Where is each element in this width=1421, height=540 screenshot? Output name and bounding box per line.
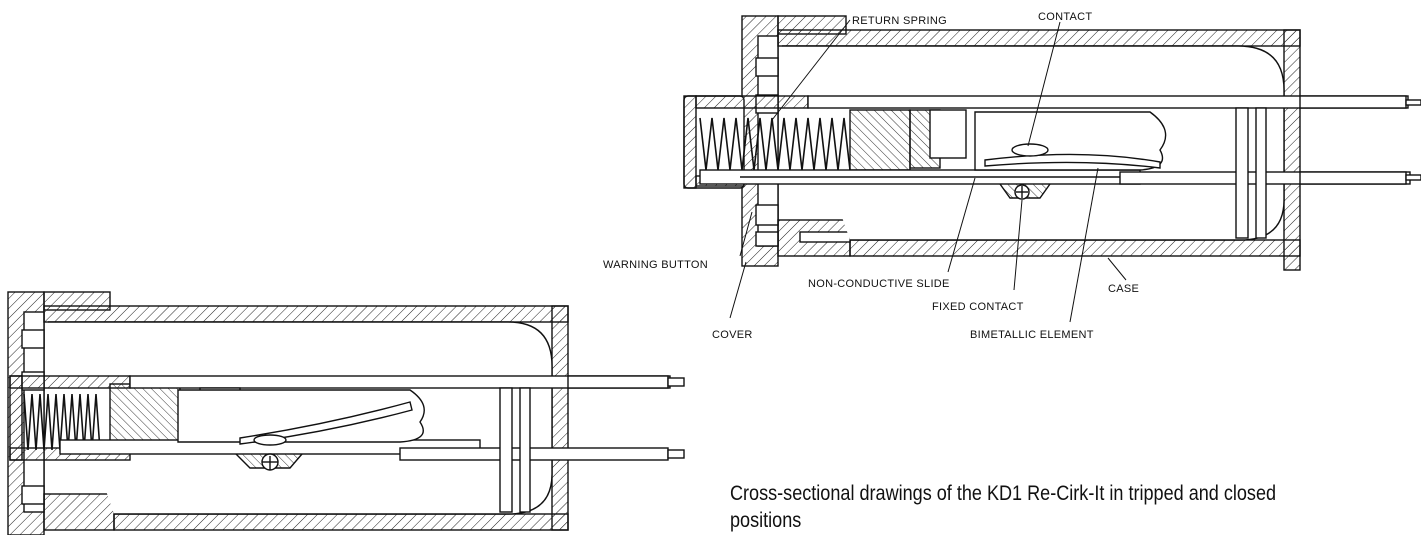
label-fixed-contact: FIXED CONTACT xyxy=(932,301,1024,313)
bimetallic-element xyxy=(984,153,1161,169)
terminal-top xyxy=(1299,95,1407,109)
label-case: CASE xyxy=(1108,283,1139,295)
label-return-spring: RETURN SPRING xyxy=(852,15,947,27)
label-non-conductive-slide: NON-CONDUCTIVE SLIDE xyxy=(808,278,950,290)
terminal-bottom xyxy=(1299,171,1407,185)
case-top-wall xyxy=(777,29,1301,47)
tripped-position-drawing xyxy=(683,15,1421,323)
return-spring xyxy=(699,117,851,171)
label-bimetallic-element: BIMETALLIC ELEMENT xyxy=(970,329,1094,341)
case-end-wall xyxy=(1283,29,1301,271)
return-spring-closed xyxy=(23,393,101,451)
figure-caption: Cross-sectional drawings of the KD1 Re-C… xyxy=(730,482,1277,532)
contact xyxy=(1011,143,1049,157)
label-warning-button: WARNING BUTTON xyxy=(603,259,708,271)
warning-button xyxy=(695,95,809,109)
closed-position-drawing xyxy=(7,291,685,536)
case-bottom-wall xyxy=(849,239,1301,257)
label-contact: CONTACT xyxy=(1038,11,1092,23)
label-cover: COVER xyxy=(712,329,753,341)
